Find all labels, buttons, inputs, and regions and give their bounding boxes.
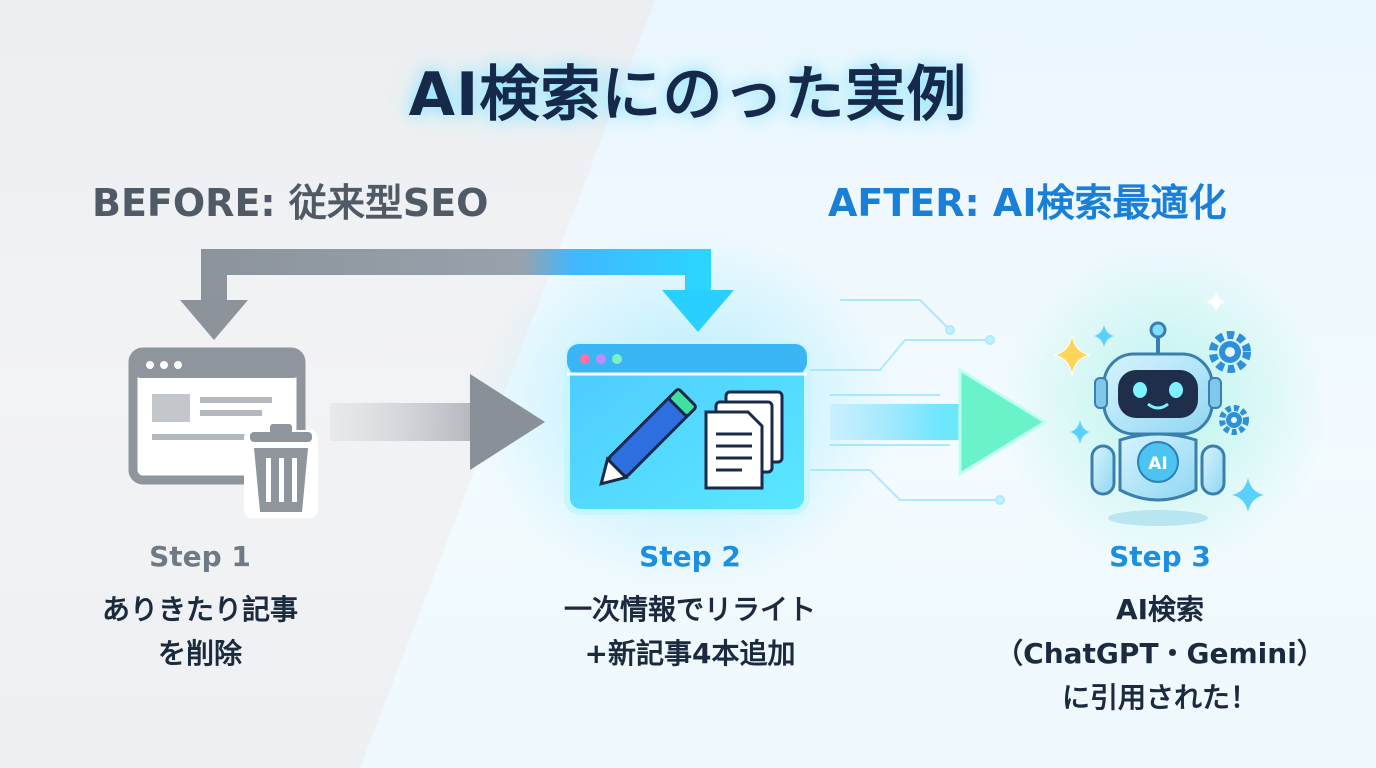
step3-line3: に引用された！ [1061, 681, 1258, 714]
step3-line1: AI検索 [1115, 593, 1205, 626]
down-arrowhead-left [180, 300, 248, 340]
arrow-step1-to-step2 [330, 374, 545, 470]
top-feedback-arrow [180, 249, 734, 340]
step3-description: AI検索 （ChatGPT・Gemini） に引用された！ [980, 588, 1340, 720]
step3-number: Step 3 [1109, 540, 1211, 573]
pen-icon [599, 388, 697, 486]
robot-icon: AI [1090, 321, 1226, 526]
step3-line2: （ChatGPT・Gemini） [995, 637, 1325, 670]
trash-can-icon [244, 424, 318, 518]
step2-line1: 一次情報でリライト [563, 593, 816, 626]
before-label: BEFORE: 従来型SEO [92, 181, 489, 225]
robot-badge-label: AI [1148, 454, 1167, 474]
step2-description: 一次情報でリライト +新記事4本追加 [520, 588, 860, 676]
documents-icon [704, 390, 784, 490]
step1-number: Step 1 [149, 540, 251, 573]
step2-line2: +新記事4本追加 [584, 637, 796, 670]
page-title: AI検索にのった実例 [408, 60, 968, 130]
after-label: AFTER: AI検索最適化 [828, 181, 1227, 225]
down-arrowhead-right [662, 290, 734, 332]
gear-icon [1219, 405, 1249, 435]
sparkle-icon [1053, 292, 1264, 512]
step2-number: Step 2 [639, 540, 741, 573]
step1-description: ありきたり記事 を削除 [70, 588, 330, 676]
circuit-lines [810, 299, 1005, 505]
step1-line2: を削除 [157, 637, 242, 670]
gear-icon [1209, 331, 1251, 373]
step1-line1: ありきたり記事 [101, 593, 298, 626]
arrow-step2-to-step3 [830, 367, 1048, 477]
